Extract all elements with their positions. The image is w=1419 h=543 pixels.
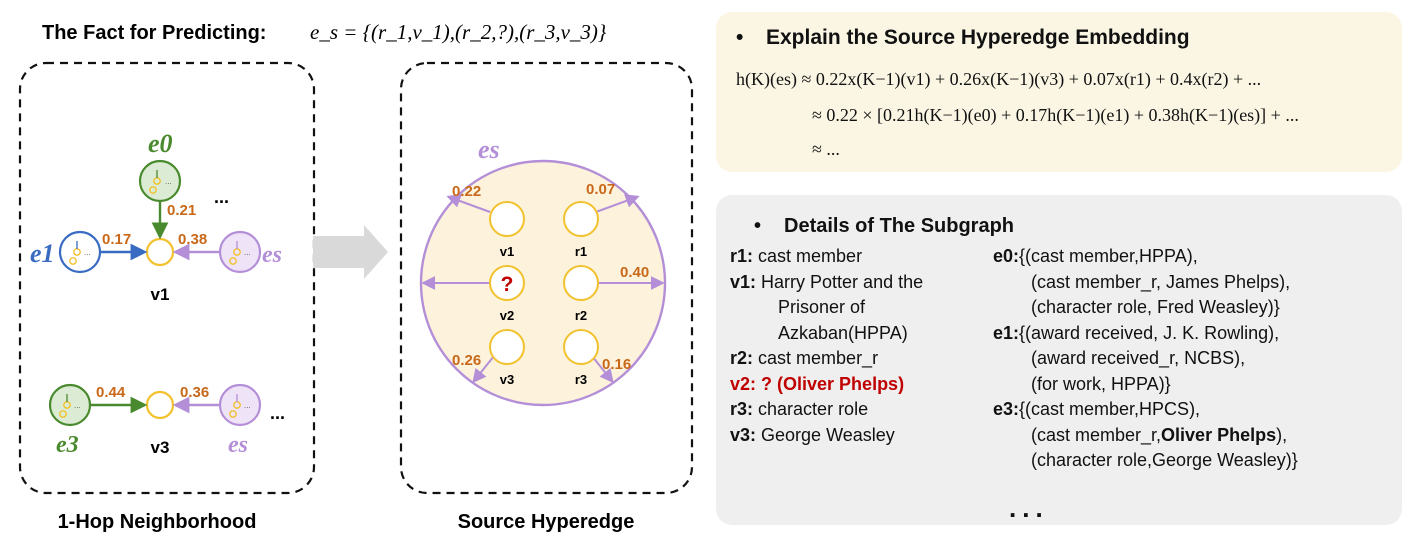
hlabel-v3: v3 — [500, 372, 514, 387]
subgraph-left-column: r1: cast member v1: Harry Potter and the… — [730, 244, 923, 448]
e1-inner-nodes: ... — [69, 241, 91, 265]
embedding-panel: •Explain the Source Hyperedge Embedding … — [716, 12, 1402, 172]
hlabel-r2: r2 — [575, 308, 587, 323]
list-item: e3:{(cast member,HPCS), — [993, 399, 1201, 419]
weight-es-v1: 0.38 — [178, 231, 207, 248]
svg-text:...: ... — [244, 401, 251, 410]
list-item: Prisoner of — [778, 297, 866, 317]
subgraph-right-column: e0:{(cast member,HPPA), (cast member_r, … — [993, 244, 1298, 474]
list-item: v1: Harry Potter and the — [730, 271, 924, 292]
e0-inner-nodes: ... — [149, 170, 172, 194]
svg-text:...: ... — [74, 401, 81, 410]
neighborhood-title: 1-Hop Neighborhood — [58, 511, 257, 533]
hyperedge-title: Source Hyperedge — [458, 511, 635, 533]
fact-formula: e_s = {(r_1,v_1),(r_2,?),(r_3,v_3)} — [310, 20, 607, 44]
label-e3: e3 — [56, 432, 79, 458]
label-es-hyperedge: es — [478, 135, 500, 164]
embedding-eq-line2: ≈ 0.22 × [0.21h(K−1)(e0) + 0.17h(K−1)(e1… — [812, 105, 1299, 125]
label-v3: v3 — [151, 438, 170, 457]
hnode-r1 — [563, 201, 599, 237]
list-item-target: v2: ? (Oliver Phelps) — [730, 373, 905, 394]
weight-r3: 0.16 — [602, 356, 631, 373]
embedding-title: • Explain the Source Hyperedge Embedding — [736, 26, 1190, 50]
arrow-v1 — [446, 194, 491, 213]
list-item: r3: character role — [730, 399, 869, 419]
list-item: (cast member_r, James Phelps), — [1031, 271, 1291, 292]
list-item: v3: George Weasley — [730, 424, 895, 445]
svg-text:...: ... — [84, 248, 91, 257]
bullet-icon: • — [736, 26, 744, 49]
embedding-eq-line3: ≈ ... — [812, 139, 840, 159]
list-item: (award received_r, NCBS), — [1031, 348, 1246, 368]
list-item: (cast member_r,Oliver Phelps), — [1031, 424, 1288, 445]
embedding-title-text: Explain the Source Hyperedge Embedding — [766, 26, 1190, 49]
weight-v3: 0.26 — [452, 352, 481, 369]
weight-r2: 0.40 — [620, 264, 649, 281]
label-e0: e0 — [148, 129, 173, 158]
list-item: (character role,George Weasley)} — [1031, 450, 1298, 470]
list-item: (for work, HPPA)} — [1031, 373, 1171, 394]
node-v3 — [145, 390, 175, 420]
label-es-top: es — [262, 242, 282, 268]
transition-arrow — [313, 225, 388, 279]
list-item: e1:{(award received, J. K. Rowling), — [993, 322, 1280, 343]
arrow-v3 — [472, 355, 495, 384]
hlabel-r3: r3 — [575, 372, 587, 387]
hyperedge-box — [399, 61, 694, 495]
weight-e1-v1: 0.17 — [102, 231, 131, 248]
weight-v1: 0.22 — [452, 183, 481, 200]
es-top-inner-nodes: ... — [229, 241, 251, 265]
weight-es-v3: 0.36 — [180, 384, 209, 401]
subgraph-title-text: Details of The Subgraph — [784, 215, 1015, 237]
list-item: r1: cast member — [730, 246, 863, 266]
list-item: e0:{(cast member,HPPA), — [993, 246, 1198, 266]
list-item: (character role, Fred Weasley)} — [1031, 297, 1280, 317]
neighborhood-box — [18, 61, 316, 495]
hyperedge-circle — [419, 159, 667, 407]
weight-r1: 0.07 — [586, 181, 615, 198]
label-v1: v1 — [151, 285, 170, 304]
embedding-eq-line1: h(K)(es) ≈ 0.22x(K−1)(v1) + 0.26x(K−1)(v… — [736, 69, 1262, 89]
svg-text:...: ... — [244, 248, 251, 257]
arrow-r3 — [591, 355, 614, 384]
node-v1 — [145, 237, 175, 267]
hlabel-v1: v1 — [500, 244, 514, 259]
subgraph-title: • Details of The Subgraph — [754, 215, 1014, 238]
svg-text:...: ... — [165, 177, 172, 186]
hnode-v1 — [489, 201, 525, 237]
hnode-r2 — [563, 265, 599, 301]
hlabel-r1: r1 — [575, 244, 587, 259]
more-ellipsis: ... — [1009, 493, 1049, 523]
list-item: Azkaban(HPPA) — [778, 322, 908, 343]
hnode-v3 — [489, 329, 525, 365]
ellipsis-top: ... — [214, 187, 229, 207]
hnode-r3 — [563, 329, 599, 365]
ellipsis-bottom: ... — [270, 403, 285, 423]
weight-e3-v3: 0.44 — [96, 384, 126, 401]
label-es-bottom: es — [228, 432, 248, 458]
hnode-v2 — [489, 265, 525, 301]
es-bottom-inner-nodes: ... — [229, 394, 251, 418]
arrow-r1 — [595, 194, 640, 213]
subgraph-panel: • Details of The Subgraph r1: cast member… — [716, 195, 1402, 525]
e3-inner-nodes: ... — [59, 394, 81, 418]
bullet-icon: • — [754, 215, 762, 237]
unknown-entity-mark: ? — [501, 273, 514, 296]
hlabel-v2: v2 — [500, 308, 514, 323]
label-e1: e1 — [30, 239, 55, 268]
list-item: r2: cast member_r — [730, 348, 879, 368]
weight-e0-v1: 0.21 — [167, 202, 196, 219]
fact-label: The Fact for Predicting: — [42, 22, 266, 44]
